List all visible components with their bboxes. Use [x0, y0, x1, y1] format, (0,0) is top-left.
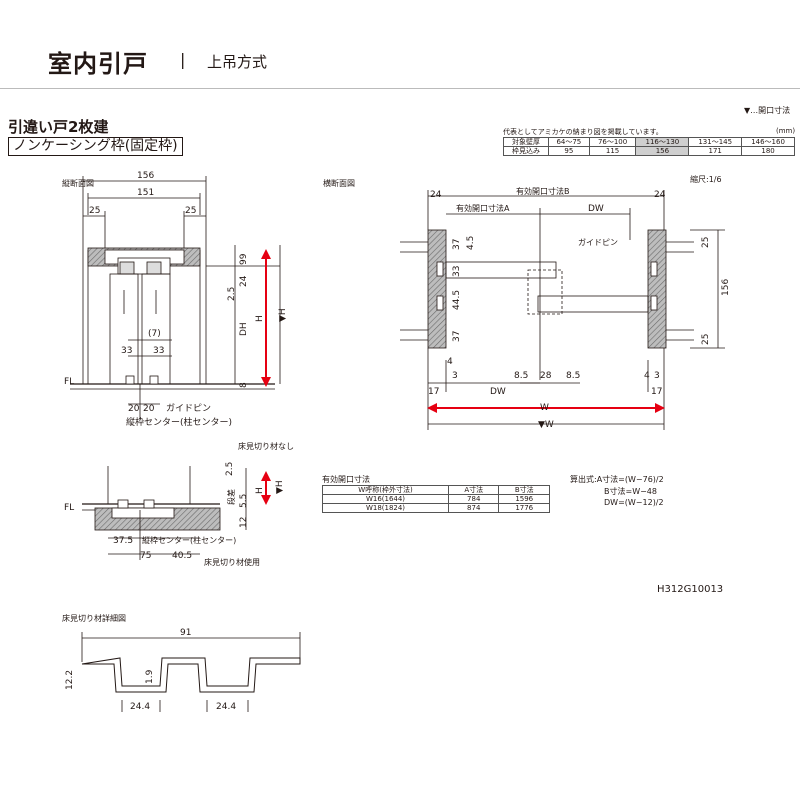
dim-label: 33 — [452, 266, 462, 277]
drawing-code: H312G10013 — [657, 584, 724, 595]
dim-label: ▼H — [275, 480, 285, 494]
dim-label: 17 — [428, 387, 439, 397]
title-separator: | — [180, 50, 186, 69]
formula-b: B寸法=W−48 — [604, 487, 657, 496]
dim-label: 37 — [452, 331, 462, 342]
dim-label: 156 — [137, 171, 154, 181]
floor-trim-title: 床見切り材詳細図 — [62, 613, 126, 623]
no-trim-label: 床見切り材なし — [238, 441, 294, 451]
dim-label: 151 — [137, 188, 154, 198]
guide-pin-label: ガイドピン — [578, 237, 618, 247]
threshold-section — [82, 466, 247, 560]
dim-label: 5.5 — [239, 494, 249, 508]
dim-label: ▼W — [538, 420, 554, 430]
dim-label: W — [540, 403, 549, 413]
dim-label: 24 — [654, 190, 666, 200]
dim-label: DH — [239, 322, 249, 336]
wall-table-note: 代表としてアミカケの納まり図を掲載しています。 — [503, 128, 663, 136]
dim-label: 4 — [447, 357, 453, 367]
dim-label: 12 — [239, 517, 249, 528]
dim-label: 44.5 — [452, 290, 462, 310]
dim-label: 8 — [239, 382, 249, 388]
fl-label: FL — [64, 377, 74, 387]
dim-label: 24 — [430, 190, 442, 200]
dim-label: 91 — [180, 628, 191, 638]
dim-label: 37.5 — [113, 536, 133, 546]
horizontal-section — [400, 190, 725, 430]
dim-label: 28 — [540, 371, 552, 381]
wall-table-unit: (mm) — [776, 127, 796, 135]
opening-size-table: W呼称(枠外寸法) A寸法 B寸法 W16(1644) 784 1596 W18… — [322, 485, 550, 513]
wall-thickness-table: 対象壁厚 64～75 76～100 116～130 131～145 146～16… — [502, 137, 795, 156]
dim-label: 3 — [452, 371, 458, 381]
fl-label: FL — [64, 503, 74, 513]
opening-table-title: 有効開口寸法 — [322, 475, 370, 484]
dim-label: 1.9 — [145, 669, 155, 684]
dim-label: 25 — [701, 237, 711, 248]
legend-note: ▼…開口寸法 — [744, 106, 791, 115]
dim-label: 24.4 — [216, 702, 236, 712]
table-row: W18(1824) 874 1776 — [322, 503, 550, 513]
dim-label: DW — [588, 204, 604, 214]
dim-label: 99 — [239, 253, 249, 265]
dim-label: DW — [490, 387, 506, 397]
step-label: 段差 — [226, 489, 236, 505]
frame-type-label: ノンケーシング枠(固定枠) — [8, 137, 183, 156]
dim-label: 20 — [143, 404, 155, 414]
frame-center-label: 縦枠センター(柱センター) — [126, 416, 232, 428]
dim-label: 3 — [654, 371, 660, 381]
floor-trim-detail — [81, 632, 301, 712]
trim-used-label: 床見切り材使用 — [204, 557, 260, 567]
dim-label: 2.5 — [227, 287, 237, 301]
dim-label: 17 — [651, 387, 662, 397]
dim-label: 12.2 — [65, 670, 75, 690]
dim-label: 8.5 — [566, 371, 580, 381]
door-type-title: 引違い戸2枚建 — [8, 118, 109, 136]
dim-label: 20 — [128, 404, 140, 414]
dim-label: 37 — [452, 239, 462, 250]
dim-label: 75 — [140, 551, 151, 561]
formula-a: 算出式:A寸法=(W−76)/2 — [570, 475, 664, 484]
header-divider — [0, 88, 800, 89]
dim-label: H — [255, 487, 265, 494]
dim-label: 有効開口寸法B — [516, 186, 570, 196]
dim-label: 25 — [89, 206, 100, 216]
dim-label: 40.5 — [172, 551, 192, 561]
dim-label: 24.4 — [130, 702, 150, 712]
frame-center-label: 縦枠センター(柱センター) — [142, 535, 236, 545]
dim-label: 33 — [121, 346, 132, 356]
scale-label: 縮尺:1/6 — [690, 174, 722, 184]
dim-label: 156 — [721, 279, 731, 296]
dim-label: 33 — [153, 346, 164, 356]
dim-label: 25 — [701, 334, 711, 345]
page-title: 室内引戸 — [48, 50, 148, 78]
formula-dw: DW=(W−12)/2 — [604, 498, 664, 507]
table-row: 枠見込み 95 115 156 171 180 — [502, 146, 795, 156]
vertical-section: 縦断面図 — [62, 176, 281, 420]
dim-label: ▼H — [278, 308, 288, 322]
dim-label: 8.5 — [514, 371, 528, 381]
dim-label: 24 — [239, 275, 249, 287]
dim-label: (7) — [148, 329, 161, 339]
page-subtitle: 上吊方式 — [207, 53, 268, 71]
horizontal-section-title: 横断面図 — [323, 178, 355, 188]
vertical-section-title: 縦断面図 — [62, 178, 94, 188]
dim-label: 有効開口寸法A — [456, 203, 510, 213]
dim-label: 2.5 — [225, 462, 235, 476]
dim-label: 25 — [185, 206, 196, 216]
dim-label: 4.5 — [466, 236, 476, 250]
guide-pin-label: ガイドピン — [166, 403, 211, 414]
dim-label: 4 — [644, 371, 650, 381]
dim-label: H — [255, 315, 265, 322]
